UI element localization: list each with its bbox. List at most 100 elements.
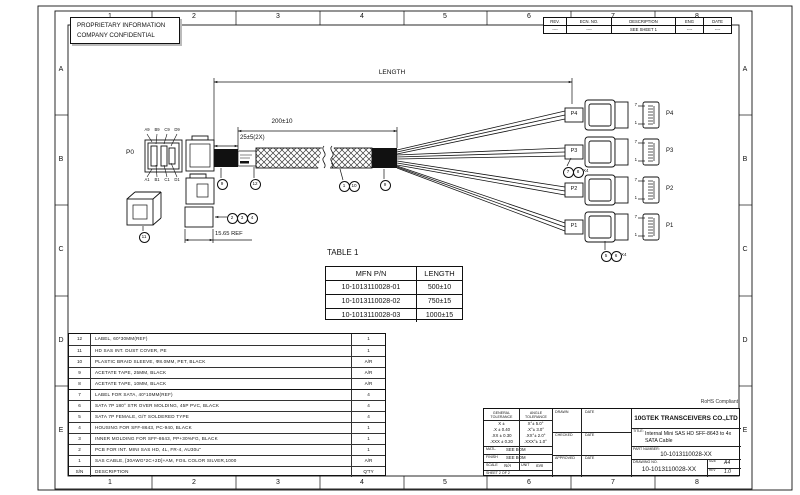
divider [631,446,741,447]
date-label: DATE [585,410,595,414]
dim-1565-label: 15.65 REF [215,231,243,237]
connector-side-view [184,173,215,228]
bom-sn: 12 [69,334,91,345]
sheet-label: SHEET 2 OF 2 [486,471,510,475]
tol-angle: .XXX°± 1.0° [524,439,547,444]
table1-len: 500±10 [427,284,452,292]
bom-sn: 6 [69,401,91,411]
date-label: DATE [585,456,595,460]
divider [631,409,632,477]
matl-value: SEE BOM [506,447,526,452]
sas-connector-and-cable [185,135,397,172]
dim-25-label: 25±5(2X) [240,135,265,141]
sata-pin7-label: 7 [634,177,637,182]
sata-front-pins [638,105,655,237]
grid-ticks [55,11,752,489]
table1-len: 1000±15 [425,312,454,320]
unit-label: UNIT [521,463,530,467]
size-label: SIZE [709,459,717,463]
grid-row-label: E [742,427,748,434]
bom-desc: LABEL, 60*30MM(REF) [91,334,352,345]
rev-value: 1.0 [724,469,731,475]
drawing-title: Internal Mini SAS HD SFF-8643 to 4x SATA… [645,431,732,444]
tol-angle: .XX°± 2.0° [525,433,546,438]
rev-val-ecn: ---- [566,26,611,34]
bom-qty: 1 [367,336,370,341]
dim-200-label: 200±10 [271,118,293,125]
length-dimension [213,78,573,148]
grid-col-label: 7 [603,13,623,21]
p0-pin-label: C1 [164,177,170,182]
port-label-p2: P2 [666,186,674,192]
divider [484,462,552,463]
divider [581,409,582,477]
balloon-9: 9 [379,179,391,191]
drawn-label: DRAWN [555,410,569,414]
tol-angle: X°± 5.0° [527,421,544,426]
port-tag-p3: P3 [570,148,578,154]
bom-sn: 3 [69,434,91,444]
grid-col-label: 1 [108,479,112,486]
breakout-wires [396,110,566,232]
table1-row: 10-1013110028-01 500±10 [326,280,462,295]
grid-row-label: C [742,246,748,253]
divider [484,454,552,455]
checked-label: CHECKED [555,433,573,437]
bom-qty: 4 [367,392,370,397]
rohs-compliant-label: RoHS Compliant [700,399,738,405]
balloon-11: 11 [138,231,150,243]
sata-pin1-label: 1 [634,195,637,200]
rev-val-rev: ---- [552,27,558,32]
bom-desc: ACETATE TAPE, 25MM, BLACK [91,368,352,378]
bom-sn: 10 [69,357,91,367]
grid-row-label: B [58,156,64,163]
grid-row-label: A [58,66,64,73]
balloon-2: 2 [226,212,238,224]
balloon-4: 4 [246,212,258,224]
grid-col-label: 6 [527,13,531,20]
bom-desc: PCB FOR INT. MINI SAS HD, 4L, FR-4, AU30… [91,445,352,455]
bom-sn: 2 [69,445,91,455]
confidential-line1: PROPRIETARY INFORMATION [77,22,166,29]
bom-sn: 7 [69,390,91,400]
bom-desc-header: DESCRIPTION [91,467,352,477]
bom-desc: PLASTIC BRAID SLEEVE, Φ8.0MM, PET, BLACK [91,357,352,367]
grid-col-label: 2 [192,13,196,20]
part-number-label: PART NUMBER: [633,446,660,451]
divider [484,446,552,447]
balloon-12: 12 [249,178,261,190]
grid-row-label: E [58,427,64,434]
revision-table: REV. ECN. NO. DESCRIPTION ENG DATE ---- … [543,17,732,34]
divider [552,455,631,456]
table1-col-len: LENGTH [424,269,455,278]
p0-front-view [144,139,183,173]
grid-col-label: 3 [276,13,280,20]
grid-col-label: 5 [443,13,447,20]
p0-pin-label: D9 [174,127,180,132]
bom-sn: 4 [69,423,91,433]
unit-value: mm [536,462,544,468]
title-label: TITLE: [633,429,644,433]
bom-sn-header: S/N [69,467,91,477]
sata-pin1-label: 1 [634,232,637,237]
size-value: A4 [724,460,731,466]
port-label-p3: P3 [666,148,674,154]
bom-desc: SATA 7P 180° STR OVER MOLDING, 45P PVC, … [91,401,352,411]
balloon-5: 5 [600,250,612,262]
table1-row: 10-1013110028-02 750±15 [326,294,462,309]
grid-col-label: 2 [192,479,196,486]
bom-sn: 5 [69,412,91,422]
balloon-8: 8 [572,166,584,178]
divider [552,432,631,433]
divider [631,459,741,460]
